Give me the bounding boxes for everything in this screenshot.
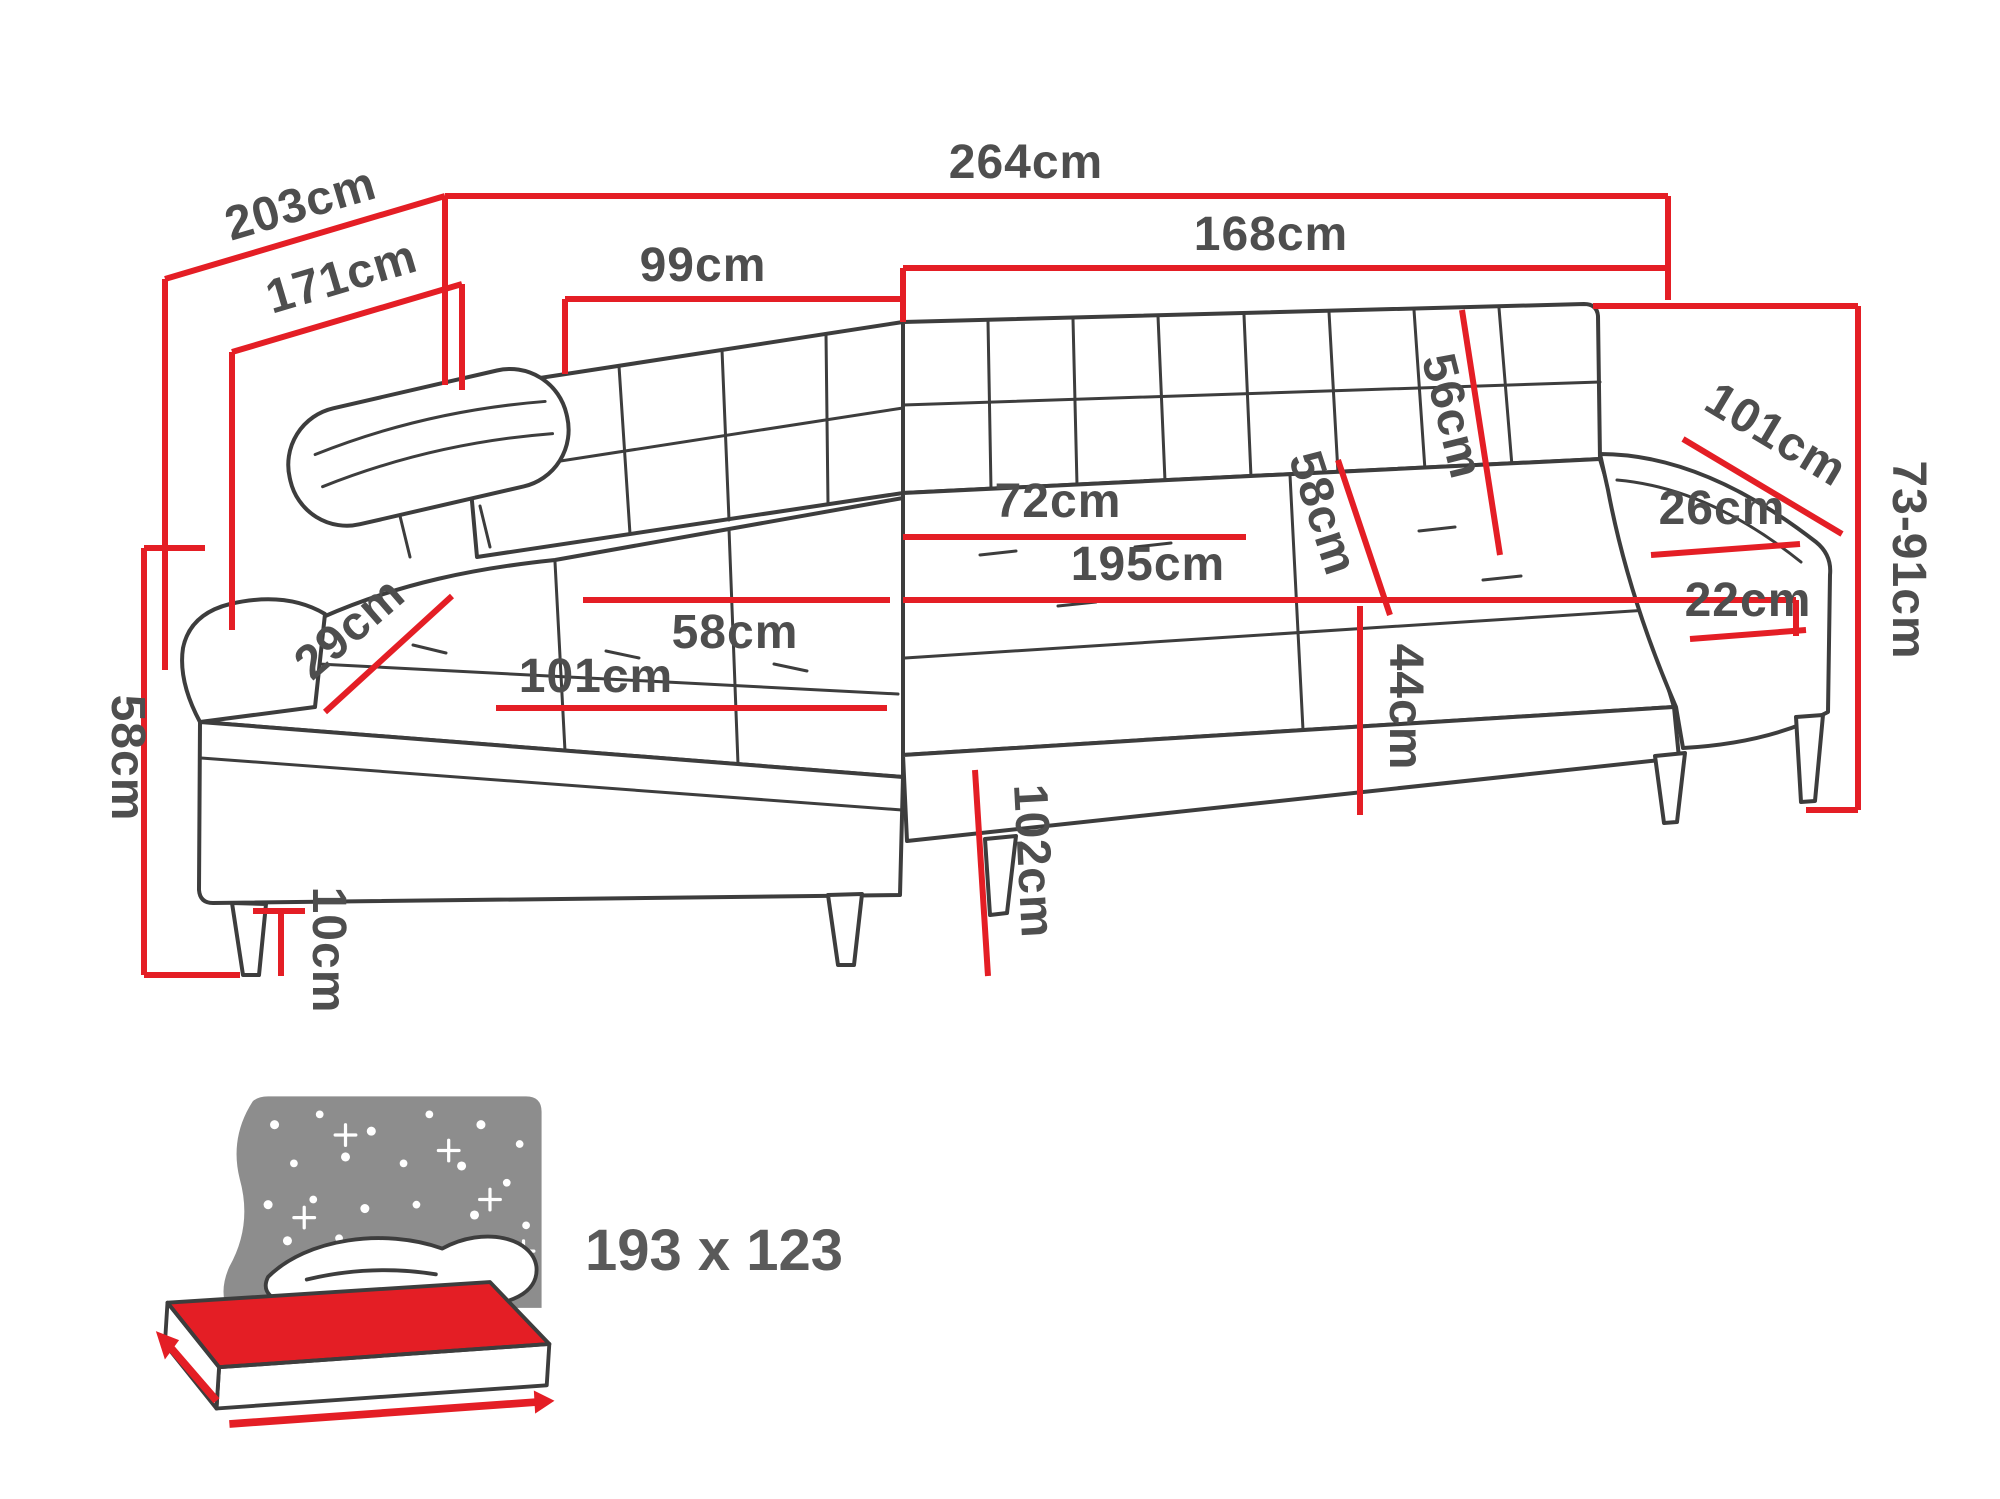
dim-chaise-depth: 102cm bbox=[972, 769, 1064, 977]
dim-seat-depth-left: 58cm bbox=[583, 597, 890, 659]
bed-mattress-top bbox=[167, 1282, 550, 1368]
dim-overall-height: 73-91cm bbox=[1593, 303, 1935, 813]
sofa-drawing bbox=[180, 302, 1833, 977]
dim-left-back-width-label: 99cm bbox=[640, 239, 767, 292]
leg-mid-left bbox=[826, 892, 864, 967]
leg-mid-right bbox=[983, 834, 1018, 917]
dim-armrest-width-label: 26cm bbox=[1659, 482, 1786, 535]
dim-overall-height-label: 73-91cm bbox=[1882, 460, 1935, 659]
headrest-cushion bbox=[286, 367, 571, 528]
dim-right-back-width: 168cm bbox=[903, 208, 1668, 271]
dim-seat-depth-left-label: 58cm bbox=[672, 606, 799, 659]
dim-armrest-width: 26cm bbox=[1650, 482, 1801, 558]
dim-left-back-width: 99cm bbox=[562, 239, 906, 374]
dim-seat-height-label: 44cm bbox=[1379, 644, 1432, 771]
dim-seat-height: 44cm bbox=[1357, 606, 1432, 815]
sleeping-area-icon bbox=[155, 1096, 555, 1428]
bed-dimension-arrows bbox=[155, 1331, 555, 1428]
dim-armrest-length-label: 101cm bbox=[1696, 372, 1856, 497]
dim-armrest-side-height: 58cm bbox=[101, 545, 240, 978]
dim-chaise-width-label: 101cm bbox=[519, 650, 673, 703]
leg-back-right bbox=[1794, 713, 1825, 804]
dim-seat-width-label: 195cm bbox=[1071, 538, 1225, 591]
dim-chaise-depth-label: 102cm bbox=[1003, 783, 1064, 940]
dim-right-back-width-label: 168cm bbox=[1194, 208, 1348, 261]
dim-leg-height: 10cm bbox=[253, 887, 355, 1014]
dim-armrest-side-height-label: 58cm bbox=[101, 695, 154, 822]
chaise-front bbox=[197, 720, 905, 905]
dim-chaise-width: 101cm bbox=[496, 650, 887, 711]
dim-leg-height-label: 10cm bbox=[302, 887, 355, 1014]
chaise-seat-seams bbox=[297, 491, 905, 779]
sleeping-area-label: 193 x 123 bbox=[585, 1218, 843, 1283]
headrest-supports bbox=[398, 504, 492, 559]
leg-front-right bbox=[1653, 751, 1687, 825]
dim-seat-cushion-width: 72cm bbox=[903, 475, 1246, 540]
dim-total-width-label: 264cm bbox=[949, 136, 1103, 189]
leg-front-left bbox=[230, 901, 268, 977]
left-armrest bbox=[180, 597, 327, 724]
dim-seat-cushion-width-label: 72cm bbox=[995, 475, 1122, 528]
chaise-front-piping bbox=[199, 756, 904, 812]
dim-armrest-height-from-seat-label: 22cm bbox=[1685, 574, 1812, 627]
sofa-legs bbox=[230, 713, 1825, 977]
dim-armrest-height-from-seat: 22cm bbox=[1685, 574, 1812, 642]
